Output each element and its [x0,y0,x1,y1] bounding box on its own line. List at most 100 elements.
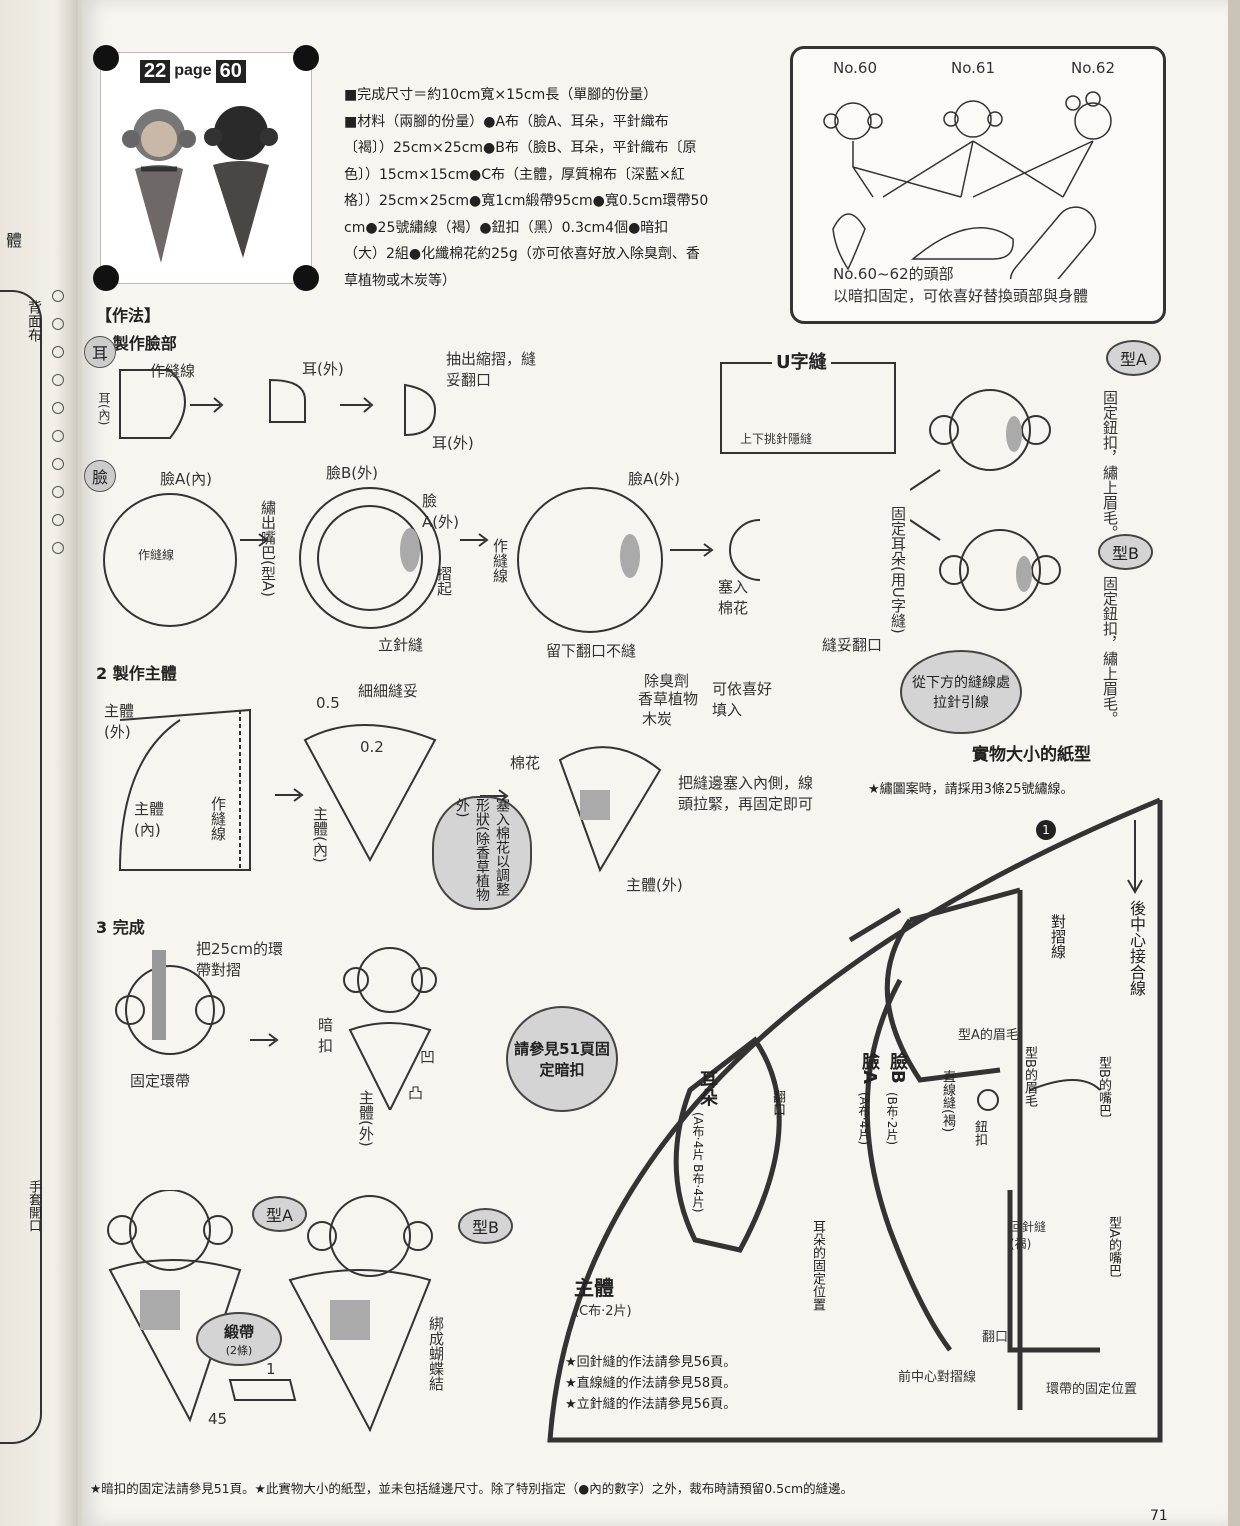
face-label-12: 縫妥翻口 [822,636,883,654]
body-diagram [118,708,509,871]
left-pattern-strip [0,290,42,1444]
ear-label-2: 耳(內) [97,392,111,426]
finish-diagram [115,947,437,1110]
body-piece-title: 主體 [574,1276,614,1300]
face-a-sub: (A布·4片) [857,1092,871,1146]
type-b-note: 固定鈕扣，繡上眉毛。 [1101,576,1119,726]
face-label-10: 臉A(外) [628,470,680,488]
face-label-11: 塞入棉花 [718,578,749,617]
ear-label-5: 耳(外) [432,434,474,452]
finish-label-3: 暗扣 [318,1016,334,1055]
ear-position: 耳朵的固定位置 [810,1220,825,1311]
spec-block: ■完成尺寸＝約10cm寬×15cm長（單腳的份量） ■材料（兩腳的份量）●A布（… [344,82,764,294]
face-a-piece: 臉A [859,1052,880,1084]
pattern-note: ★繡圖案時，請採用3條25號繡線。 [868,782,1074,797]
face-label-6: 摺起 [435,566,453,596]
type-a-note: 固定鈕扣，繡上眉毛。 [1101,390,1119,540]
finish-label-2: 固定環帶 [130,1072,191,1090]
spec-line-4: 色〕）15cm×15cm●C布（主體，厚質棉布〔深藍×紅 [344,166,685,183]
ribbon-dim-45: 45 [208,1410,228,1428]
type-b-tag: 型B [1098,534,1153,570]
step-2-title: 2 製作主體 [96,664,177,683]
variants-box: No.60 No.61 No.62 No.60~62的頭部 以暗扣固定，可依喜好… [790,46,1166,324]
face-label-3: 臉B(外) [326,464,378,482]
finish-label-4: 凹 [420,1048,436,1066]
finish-label-1: 把25cm的環帶對摺 [196,940,283,979]
pattern-marker: 1 [1036,820,1056,840]
spec-line-3: 〔褐〕）25cm×25cm●B布（臉B、耳朵，平針織布〔原 [344,140,697,156]
ear-marker: 耳 [84,336,116,368]
face-b-sub: (B布·2片) [885,1092,899,1146]
step-1-title: 1 製作臉部 [96,334,177,353]
step-3-title: 3 完成 [96,918,145,937]
flip-opening-2: 翻口 [982,1330,1009,1345]
body-label-13: 把縫邊塞入內側，線頭拉緊，再固定即可 [678,774,814,813]
body-label-4: 0.5 [316,694,340,712]
body-piece-sub: (C布·2片) [574,1304,632,1319]
page-number: 71 [1150,1508,1168,1524]
left-label-3: 手套開口 [26,1180,41,1232]
face-label-4: 繡出嘴巴(型A) [259,500,277,597]
back-stitch-label: 回針縫(褐) [1010,1220,1047,1251]
left-holes [52,290,72,990]
body-label-12: 棉花 [510,754,541,772]
pattern-outline [547,797,1163,1443]
spec-line-8: 草植物或木炭等） [344,272,456,289]
page-badge: 22 page 60 [140,58,246,84]
body-label-14: 主體(外) [626,876,683,894]
finish-label-6: 主體(外) [357,1090,375,1147]
type-a-tag: 型A [1106,340,1161,376]
finish-tag-b: 型B [458,1208,513,1244]
snap-bubble: 請參見51頁固定暗扣 [506,1006,618,1112]
face-b-piece: 臉B [887,1052,908,1084]
variant-no60: No.60 [833,59,877,77]
body-stuffed-diagram [558,746,662,873]
spec-line-2: ■材料（兩腳的份量）●A布（臉A、耳朵，平針織布 [344,113,669,130]
ribbon-count: (2條) [225,1343,253,1357]
u-stitch-title: U字縫 [772,348,831,374]
face-label-8: 作縫線 [491,538,509,583]
body-label-8: 除臭劑 [644,672,690,690]
left-label-1: 體 [3,232,22,248]
variant-no61: No.61 [951,59,995,77]
variant-caption-2: 以暗扣固定，可依喜好替換頭部與身體 [833,287,1089,305]
spec-line-5: 格〕）25cm×25cm●寬1cm緞帶95cm●寬0.5cm環帶50 [344,193,709,209]
ribbon-dim-1: 1 [266,1360,276,1378]
ear-piece-sub: (A布·4片 B布·4片) [691,1112,705,1213]
face-label-5: 臉A(外) [422,492,459,531]
ear-piece-title: 耳朵 [697,1070,718,1106]
left-label-2: 背面布 [26,300,42,342]
body-label-11: 可依喜好填入 [712,680,773,719]
left-page: 體 背面布 手套開口 [0,0,78,1526]
body-label-5: 細細縫妥 [358,682,419,700]
method-title: 【作法】 [96,306,161,325]
body-label-6: 0.2 [360,738,384,756]
ear-label-1: 作縫線 [150,362,196,380]
badge-num-2: 60 [215,59,246,83]
pull-thread-bubble: 從下方的縫線處拉針引線 [900,650,1022,734]
variant-caption-1: No.60~62的頭部 [833,265,954,283]
back-center-line: 後中心接合線 [1127,900,1146,996]
finished-dolls [107,1190,433,1433]
heads-diagram [910,389,1061,611]
spec-line-1: ■完成尺寸＝約10cm寬×15cm長（單腳的份量） [344,87,658,103]
body-label-3: 主體(內) [134,800,165,839]
body-label-9: 香草植物 [638,690,699,708]
finish-tag-a: 型A [252,1196,307,1232]
body-label-2: 作縫線 [209,796,227,841]
ear-label-3: 耳(外) [302,360,344,378]
flip-opening-1: 翻口 [770,1090,785,1116]
body-label-7: 主體(內) [311,806,329,863]
brow-b-label: 型B的眉毛 [1022,1046,1037,1107]
face-label-13: 固定耳朵(用U字縫) [889,506,907,634]
straight-stitch-label: 直線縫(褐) [940,1070,955,1133]
doll-photo-illustration [122,106,278,263]
mouth-a-label: 型A的嘴巴 [1106,1216,1121,1277]
notes: ★回針縫的作法請參見56頁。 ★直線縫的作法請參見58頁。 ★立針縫的作法請參見… [565,1352,736,1415]
stuff-bubble: 塞入棉花以調整形狀(除香草植物外) [432,796,532,910]
finish-label-7: 綁成蝴蝶結 [427,1316,445,1391]
body-label-10: 木炭 [642,710,673,728]
ribbon-bubble: 緞帶 (2條) [196,1312,282,1366]
page-edge [1228,0,1240,1526]
pattern-title: 實物大小的紙型 [972,745,1091,765]
